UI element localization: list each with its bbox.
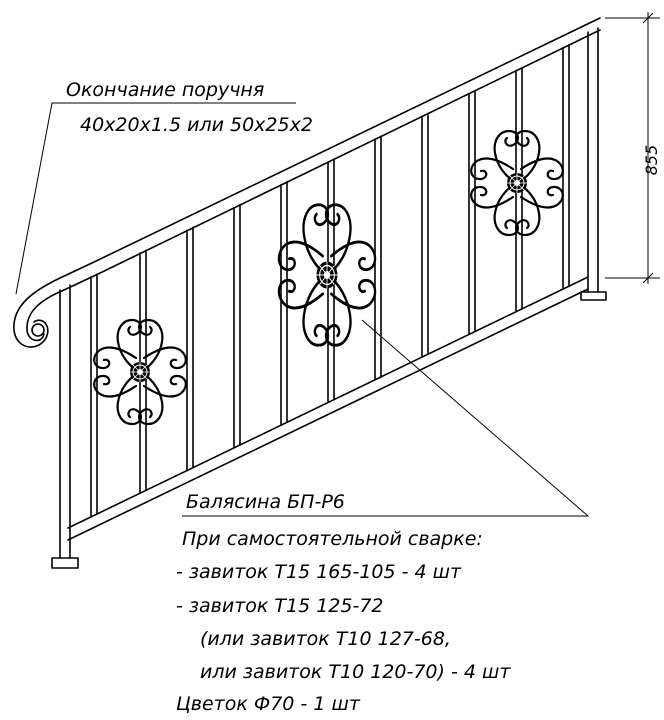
- handrail-end-callout: Окончание поручня 40x20x1.5 или 50x25x2: [15, 79, 313, 295]
- dimension-value: 855: [642, 145, 661, 176]
- handrail: [13, 17, 601, 348]
- spec-item-2: - завиток Т15 125-72: [176, 595, 384, 617]
- handrail-end-title: Окончание поручня: [66, 79, 264, 101]
- height-dimension: 855: [605, 12, 661, 284]
- spec-item-4: или завиток Т10 120-70) - 4 шт: [200, 661, 511, 683]
- baluster-title: Балясина БП-Р6: [186, 491, 345, 513]
- spec-item-5: Цветок Ф70 - 1 шт: [176, 693, 361, 715]
- ornament-right: [470, 129, 564, 237]
- self-weld-header: При самостоятельной сварке:: [182, 528, 483, 550]
- handrail-profile: 40x20x1.5 или 50x25x2: [80, 114, 313, 136]
- spec-item-1: - завиток Т15 165-105 - 4 шт: [176, 561, 462, 583]
- ornament-middle: [277, 203, 377, 347]
- spec-item-3: (или завиток Т10 127-68,: [200, 628, 451, 650]
- baluster-callout: Балясина БП-Р6 При самостоятельной сварк…: [176, 319, 590, 715]
- posts: [51, 27, 607, 569]
- vertical-bars: [90, 44, 570, 518]
